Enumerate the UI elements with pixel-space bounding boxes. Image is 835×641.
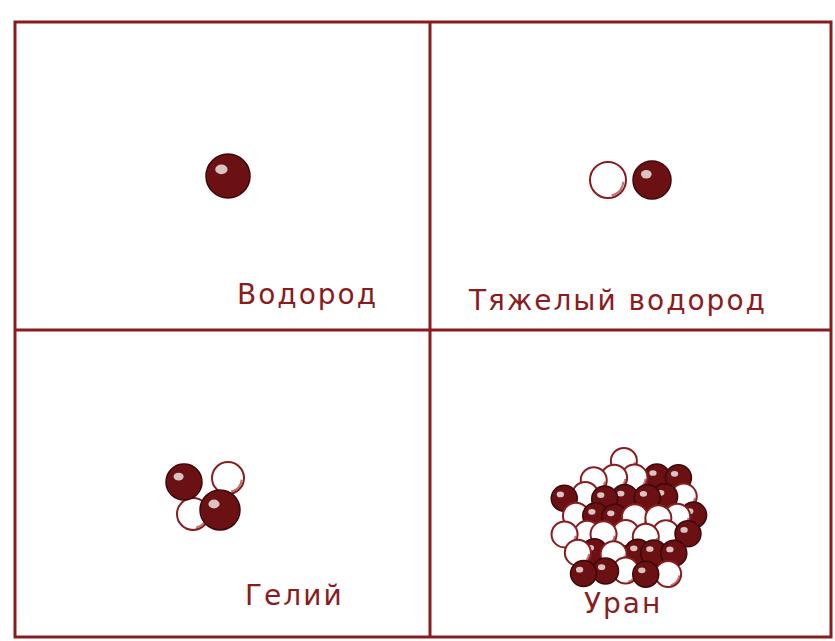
- proton-ball: [571, 561, 597, 587]
- highlight: [640, 491, 647, 497]
- proton-ball: [633, 161, 671, 199]
- panel-label: Уран: [584, 589, 662, 620]
- uranium-nucleon: [571, 561, 597, 587]
- nucleus-drawings: [166, 154, 707, 587]
- horizontal-divider: [15, 329, 831, 332]
- shade: [671, 575, 679, 585]
- shade: [612, 182, 624, 196]
- highlight: [588, 509, 595, 515]
- deuteron-proton: [633, 161, 671, 199]
- highlight: [208, 500, 219, 509]
- highlight: [646, 546, 653, 552]
- highlight: [671, 471, 678, 477]
- highlight: [607, 510, 614, 516]
- highlight: [641, 170, 652, 178]
- panel: Уран: [431, 331, 830, 636]
- helium-neutron: [212, 462, 244, 494]
- proton-ball: [633, 561, 659, 587]
- proton-ball: [200, 490, 240, 530]
- panel: Водород: [16, 24, 429, 329]
- highlight: [638, 567, 645, 573]
- highlight: [215, 165, 227, 175]
- highlight: [174, 473, 184, 481]
- highlight: [557, 492, 564, 498]
- panel-label: Гелий: [245, 581, 344, 612]
- deuteron-neutron: [590, 162, 626, 198]
- shade: [231, 480, 241, 492]
- highlight: [598, 564, 605, 570]
- panel: Гелий: [16, 331, 429, 636]
- highlight: [649, 470, 656, 476]
- helium-proton: [166, 464, 202, 500]
- proton-ball: [206, 154, 250, 198]
- highlight: [680, 527, 687, 533]
- panel-label: Тяжелый водород: [469, 286, 767, 317]
- panel-label: Водород: [237, 280, 378, 311]
- highlight: [630, 545, 637, 551]
- panel-grid: [15, 22, 831, 637]
- outer-frame: [15, 22, 831, 637]
- proton-ball: [166, 464, 202, 500]
- highlight: [617, 491, 624, 497]
- neutron-ball: [212, 462, 244, 494]
- highlight: [666, 547, 673, 553]
- highlight: [597, 492, 604, 498]
- highlight: [576, 567, 583, 573]
- panel: Тяжелый водород: [431, 24, 830, 329]
- helium-proton: [200, 490, 240, 530]
- neutron-ball: [590, 162, 626, 198]
- hydrogen-nucleus: [206, 154, 250, 198]
- uranium-nucleon: [633, 561, 659, 587]
